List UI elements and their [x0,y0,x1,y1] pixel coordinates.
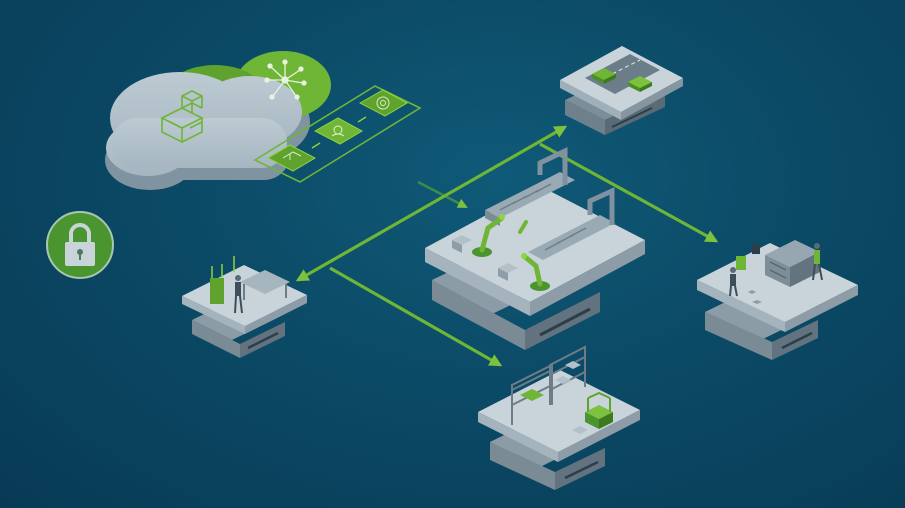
workshop-station [182,256,307,358]
cloud-icon [105,51,331,190]
central-factory [425,147,645,350]
worker-figure [812,243,823,281]
warehouse-station [478,345,640,490]
autonomous-car [628,76,652,92]
robot-arm [521,253,550,291]
arrow-to-warehouse [329,266,503,367]
stacked-boxes-icon [160,90,204,144]
arrow-to-inspection [539,142,719,243]
arrow-cloud-to-factory [417,180,468,209]
road-station [560,46,683,135]
worker-figure [234,275,243,314]
forklift [585,391,613,429]
robot-arm [518,220,528,234]
lock-icon [46,211,114,279]
arrow-road-to-workshop [295,125,568,282]
network-hub-icon [264,59,307,100]
autonomous-car [592,68,616,84]
robot-arm [472,214,505,257]
inspection-station [697,240,858,360]
pipeline-tile-end [358,89,409,117]
pipeline-tile-middle [313,117,364,145]
green-cart [210,256,235,304]
worker-figure [729,267,738,297]
connection-arrows [295,125,719,367]
